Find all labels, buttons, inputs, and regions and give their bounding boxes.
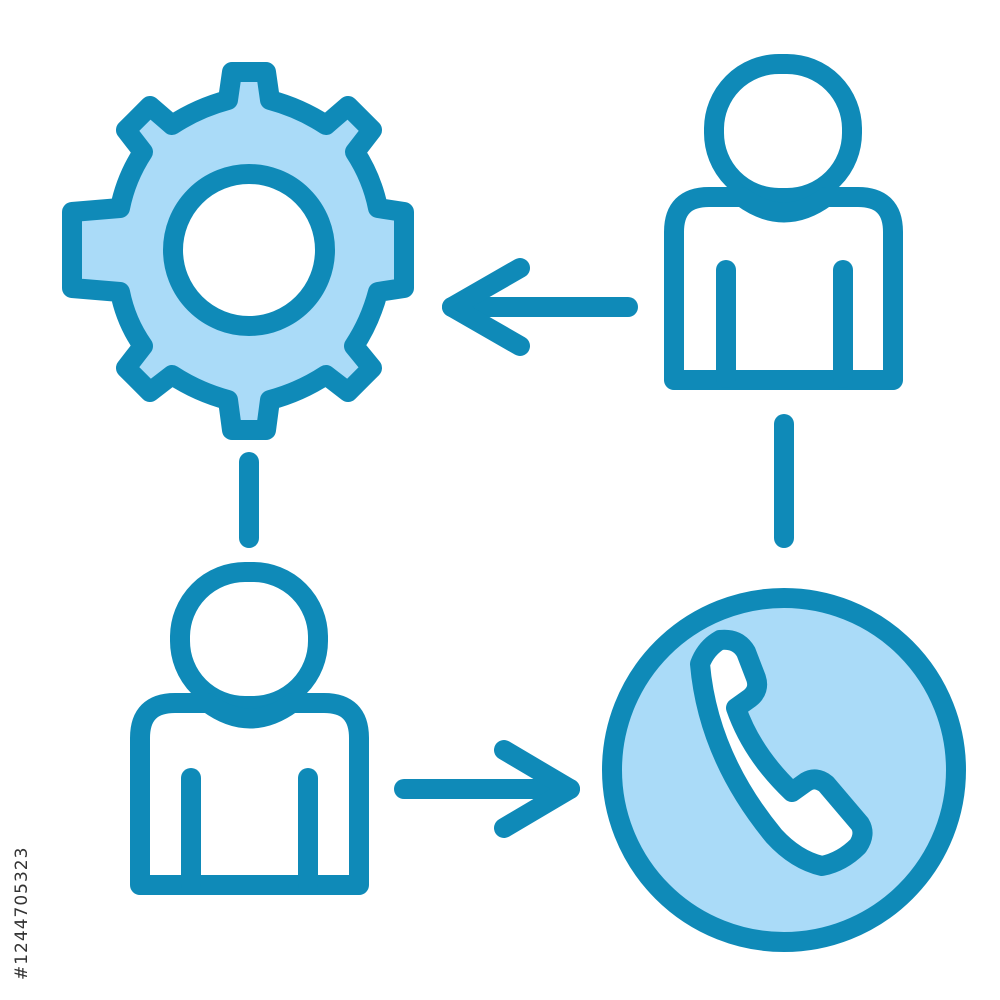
arrow-left	[442, 258, 638, 356]
user-icon-top-right	[664, 54, 903, 390]
phone-icon	[602, 588, 966, 952]
watermark-id: #1244705323	[12, 846, 32, 980]
user-icon-bottom-left	[130, 562, 369, 895]
arrow-right	[394, 740, 580, 838]
gear-icon	[62, 62, 414, 440]
